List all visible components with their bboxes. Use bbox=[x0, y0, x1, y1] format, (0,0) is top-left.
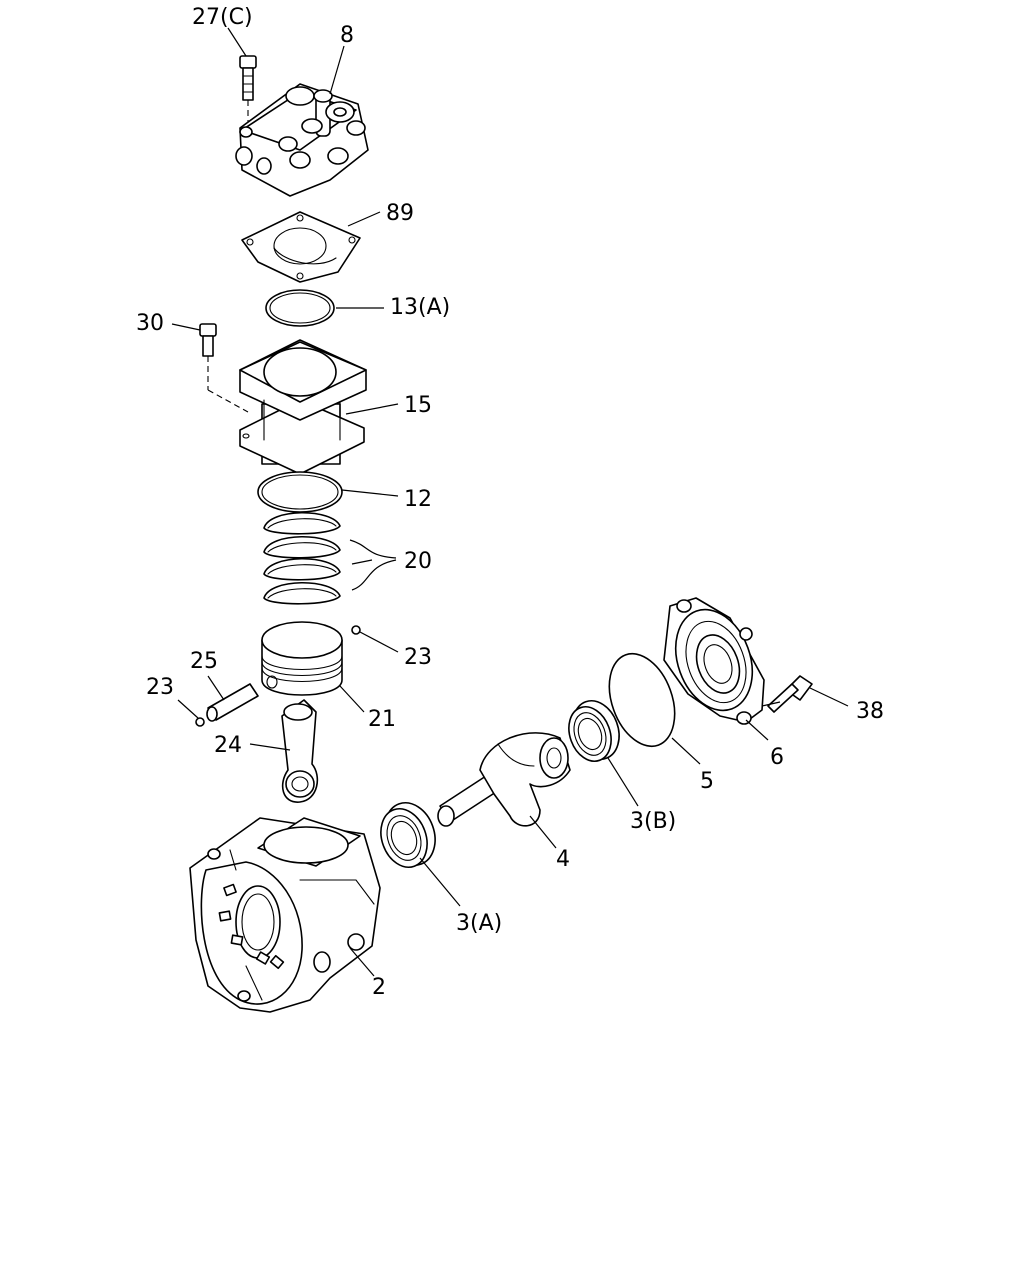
callout-15: 15 bbox=[404, 393, 432, 418]
callout-27c: 27(C) bbox=[192, 5, 253, 30]
snap-ring-23-right bbox=[351, 625, 361, 635]
callout-25: 25 bbox=[190, 649, 218, 674]
end-cover-6 bbox=[663, 597, 765, 725]
piston-pin-25 bbox=[206, 683, 259, 722]
callout-13a: 13(A) bbox=[390, 295, 450, 320]
piston-rings-20 bbox=[263, 511, 341, 605]
callout-6: 6 bbox=[770, 745, 784, 770]
o-ring-12 bbox=[257, 471, 343, 513]
o-ring-5 bbox=[608, 652, 676, 748]
leader-lines bbox=[171, 27, 849, 977]
callout-3b: 3(B) bbox=[630, 809, 676, 834]
callout-30: 30 bbox=[136, 311, 164, 336]
callout-23-right: 23 bbox=[404, 645, 432, 670]
callout-2: 2 bbox=[372, 975, 386, 1000]
piston-21 bbox=[261, 621, 343, 696]
bolt-38 bbox=[767, 675, 813, 713]
crankcase-2 bbox=[189, 817, 381, 1013]
connecting-rod-24 bbox=[281, 699, 319, 803]
o-ring-13a bbox=[265, 289, 335, 327]
callout-24: 24 bbox=[214, 733, 242, 758]
callout-3a: 3(A) bbox=[456, 911, 502, 936]
callout-38: 38 bbox=[856, 699, 884, 724]
callout-21: 21 bbox=[368, 707, 396, 732]
callout-20: 20 bbox=[404, 549, 432, 574]
callout-5: 5 bbox=[700, 769, 714, 794]
bearing-3b bbox=[568, 700, 620, 762]
bolt-27c bbox=[239, 55, 257, 101]
bearing-3a bbox=[380, 802, 436, 868]
bolt-30 bbox=[199, 323, 217, 357]
cylinder-15 bbox=[239, 339, 367, 475]
callout-23-left: 23 bbox=[146, 675, 174, 700]
crankshaft-4 bbox=[437, 732, 571, 827]
callout-89: 89 bbox=[386, 201, 414, 226]
callout-12: 12 bbox=[404, 487, 432, 512]
snap-ring-23-left bbox=[195, 717, 205, 727]
gasket-89 bbox=[241, 211, 361, 283]
callout-4: 4 bbox=[556, 847, 570, 872]
cylinder-head-8 bbox=[235, 83, 369, 197]
callout-8: 8 bbox=[340, 23, 354, 48]
